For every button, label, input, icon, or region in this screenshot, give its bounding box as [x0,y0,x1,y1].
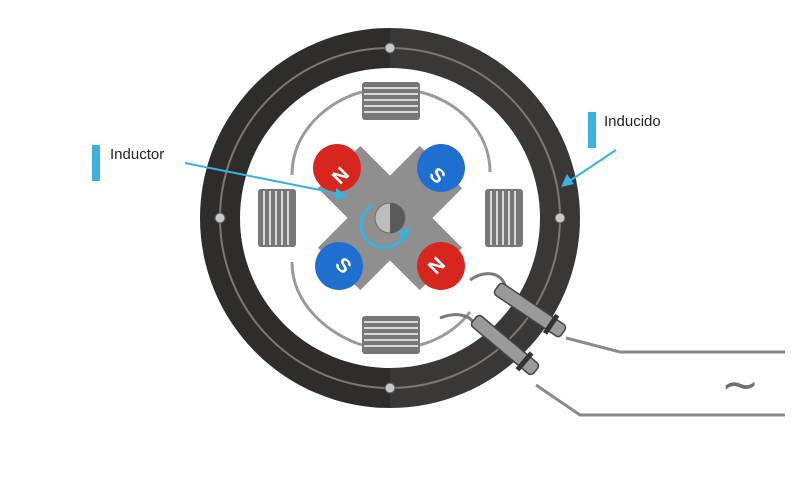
label-inducido: Inducido [561,112,661,187]
winding-loop [290,90,492,347]
rotor-shaft [374,202,406,234]
housing-screws [214,42,566,394]
label-inductor: Inductor [92,145,348,200]
coil-bottom [362,316,420,354]
label-marker-inductor [92,145,100,181]
pointer-arrow-inducido [567,149,617,183]
rotation-arrow-icon [359,203,411,250]
magnet-pole-bottom-left: S [315,242,363,290]
magnet-pole-bottom-right: N [417,242,465,290]
ac-source-icon: ~ [721,357,760,411]
label-inductor-text: Inductor [110,146,164,163]
label-marker-inducido [588,112,596,148]
coil-left [258,189,296,247]
coil-right [485,189,523,247]
magnet-pole-top-left: N [313,144,361,192]
magnet-pole-top-right: S [417,144,465,192]
label-inducido-text: Inducido [604,113,661,130]
coil-top [362,82,420,120]
pointer-arrow-inductor [184,162,341,195]
brushes [439,272,785,417]
